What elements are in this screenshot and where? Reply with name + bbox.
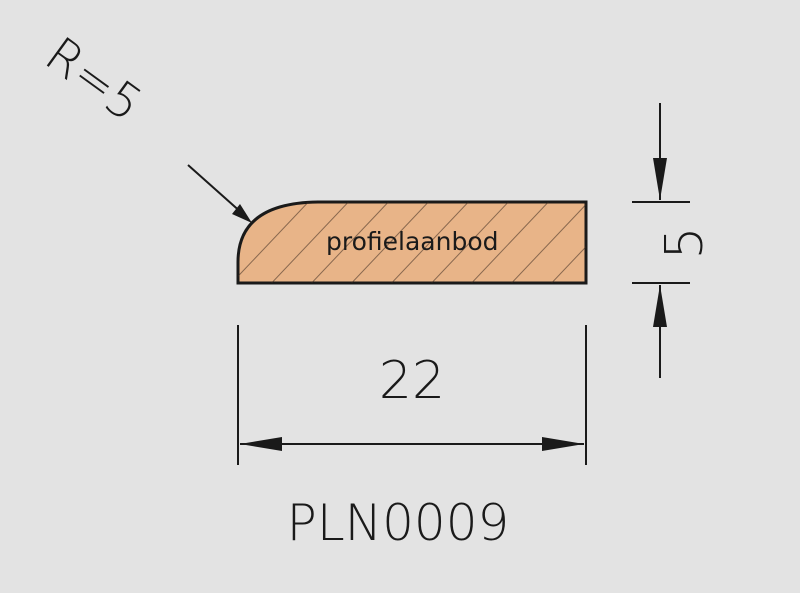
- radius-label: R=5: [35, 26, 152, 132]
- height-label: 5: [655, 226, 715, 259]
- arrowhead-left: [240, 437, 282, 451]
- profile-shape: [236, 200, 588, 285]
- arrowhead-right: [542, 437, 584, 451]
- product-code: PLN0009: [287, 494, 510, 552]
- profile-hatching: [238, 202, 586, 283]
- width-label: 22: [379, 351, 445, 411]
- profile-label: profielaanbod: [326, 227, 499, 256]
- arrowhead-top: [653, 158, 667, 200]
- radius-leader: [187, 164, 252, 223]
- height-dimension: [632, 103, 690, 378]
- arrowhead-bottom: [653, 285, 667, 327]
- width-dimension: [237, 325, 587, 465]
